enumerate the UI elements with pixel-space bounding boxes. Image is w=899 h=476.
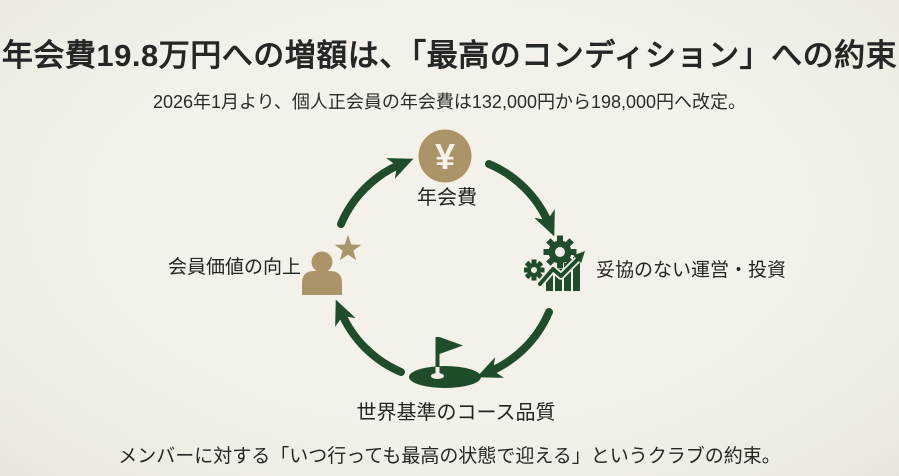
small-gear-icon (524, 259, 545, 281)
footer-promise-text: メンバーに対する「いつ行っても最高の状態で迎える」というクラブの約束。 (118, 446, 781, 467)
node-label-member-value: 会員価値の向上 (167, 257, 301, 278)
member-star-icon (302, 235, 362, 295)
node-label-course-quality: 世界基準のコース品質 (356, 402, 556, 424)
gears-growth-chart-icon (524, 235, 585, 291)
growth-arrow-icon (536, 251, 585, 288)
arrow-right-to-bottom-icon (476, 308, 553, 378)
node-label-annual-fee: 年会費 (417, 187, 477, 209)
bar-chart-icon (546, 257, 580, 291)
star-icon (334, 235, 362, 261)
yen-symbol: ¥ (435, 136, 455, 177)
person-body-icon (302, 271, 342, 295)
arrow-left-to-top-icon (337, 158, 414, 228)
flag-pole-icon (435, 337, 440, 367)
page-title: 年会費19.8万円への増額は、「最高のコンディション」への約束 (1, 38, 898, 73)
golf-green-flag-icon (409, 337, 481, 388)
page-subtitle: 2026年1月より、個人正会員の年会費は132,000円から198,000円へ改… (152, 92, 747, 112)
arrow-bottom-to-left-icon (335, 299, 405, 376)
yen-coin-icon: ¥ (418, 129, 472, 183)
person-head-icon (311, 251, 333, 273)
flag-icon (439, 337, 463, 354)
arrow-top-to-right-icon (485, 160, 555, 237)
large-gear-icon (543, 235, 577, 269)
node-label-operations-investment: 妥協のない運営・投資 (596, 260, 787, 281)
